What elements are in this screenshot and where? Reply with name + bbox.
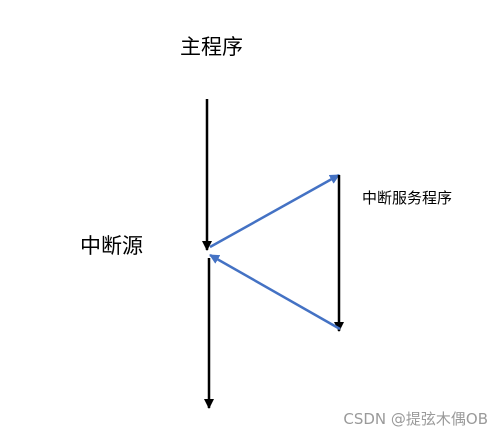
interrupt-source-label: 中断源 xyxy=(80,234,143,258)
interrupt-jump-arrow xyxy=(209,173,340,249)
interrupt-service-routine-label: 中断服务程序 xyxy=(362,189,453,207)
watermark: CSDN @提弦木偶OB xyxy=(343,410,488,428)
interrupt-return-arrow xyxy=(209,253,341,331)
main-program-label: 主程序 xyxy=(180,35,243,59)
